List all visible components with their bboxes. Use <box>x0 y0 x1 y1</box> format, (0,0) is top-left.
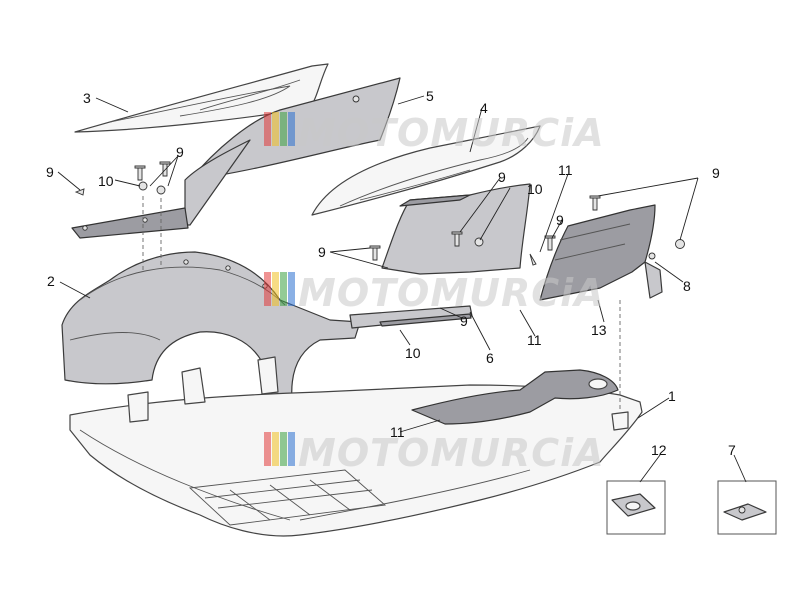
callout-9: 9 <box>556 212 564 228</box>
left-bracket-plate <box>71 207 189 239</box>
detail-box-7 <box>717 454 777 535</box>
callout-10: 10 <box>98 173 114 189</box>
watermark-middle: MOTOMURCiA <box>264 271 605 315</box>
alignment-lines <box>142 196 621 412</box>
callout-2: 2 <box>47 273 55 289</box>
callout-11: 11 <box>390 424 405 440</box>
callout-9: 9 <box>46 164 54 180</box>
part-11-floor-mat <box>411 369 619 425</box>
callout-8: 8 <box>683 278 691 294</box>
watermark-text: MOTOMURCiA <box>298 111 605 155</box>
callout-6: 6 <box>486 350 494 366</box>
callout-13: 13 <box>591 322 607 338</box>
detail-box-12 <box>606 454 666 535</box>
part-6-side-panel <box>381 183 531 275</box>
leader-lines <box>57 95 699 433</box>
watermark-text: MOTOMURCiA <box>298 271 605 315</box>
callout-3: 3 <box>83 90 91 106</box>
callout-9: 9 <box>176 144 184 160</box>
front-shield <box>184 139 251 226</box>
watermark-text: MOTOMURCiA <box>298 431 605 475</box>
callout-4: 4 <box>480 100 488 116</box>
callout-9: 9 <box>318 244 326 260</box>
part-3-top-cover <box>74 63 329 133</box>
part-1-floor-pan <box>69 356 643 537</box>
callout-5: 5 <box>426 88 434 104</box>
part-4-mat-panel <box>311 125 541 216</box>
callout-10: 10 <box>527 181 543 197</box>
callout-1: 1 <box>668 388 676 404</box>
floor-strip <box>349 305 473 329</box>
callout-labels: 3 5 4 9 10 9 2 9 10 11 9 9 9 8 13 9 6 11… <box>46 88 736 458</box>
callout-7: 7 <box>728 442 736 458</box>
callout-9: 9 <box>460 313 468 329</box>
watermark-top: MOTOMURCiA <box>264 111 605 155</box>
callout-10: 10 <box>405 345 421 361</box>
callout-9: 9 <box>712 165 720 181</box>
callout-11: 11 <box>527 332 542 348</box>
callout-12: 12 <box>651 442 667 458</box>
callout-11: 11 <box>558 162 573 178</box>
screws <box>74 161 685 266</box>
callout-9: 9 <box>498 169 506 185</box>
watermark-bottom: MOTOMURCiA <box>264 431 605 475</box>
part-13-side-panel <box>539 204 663 301</box>
